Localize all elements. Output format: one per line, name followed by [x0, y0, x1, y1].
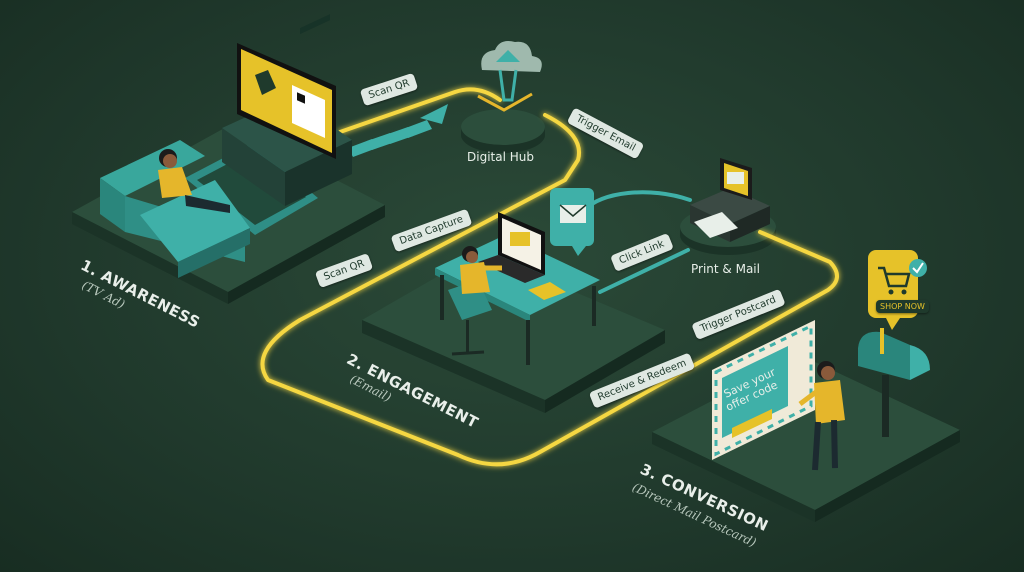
phone-on-desk: [528, 282, 566, 300]
checkmark-icon: [909, 259, 927, 277]
living-room-rug: [185, 143, 318, 235]
teal-paths: [583, 190, 692, 294]
engagement-platform: [362, 252, 665, 413]
offer-code-box: [732, 409, 772, 438]
monitor-envelope-icon: [727, 172, 744, 184]
yellow-journey-path: [260, 87, 839, 467]
brand-logo-icon: [255, 70, 276, 95]
laptop: [478, 212, 545, 283]
path-tv-to-hub: [338, 87, 502, 134]
cloud-upload-icon: [477, 41, 542, 112]
digital-hub-platform: [461, 109, 545, 153]
path-main-loop: [260, 113, 839, 467]
mailbox-flag: [880, 328, 884, 354]
print-mail-label: Print & Mail: [691, 262, 760, 276]
laptop-email-icon: [510, 232, 530, 246]
teal-link-click: [598, 248, 690, 294]
teal-link-email: [583, 190, 692, 212]
postcard: Save your offer code: [712, 320, 815, 460]
sofa: [100, 140, 250, 278]
direction-chevrons: [348, 104, 448, 157]
shop-now-badge: [868, 250, 927, 330]
viewer-person: [158, 149, 230, 213]
shop-now-label: SHOP NOW: [876, 300, 929, 313]
envelope-icon: [560, 205, 586, 223]
worker-person: [460, 246, 502, 294]
email-bubble: [550, 188, 594, 256]
customer-person: [798, 361, 845, 471]
tv-screen: [237, 43, 336, 159]
mailbox: [858, 328, 930, 437]
cart-icon: [878, 266, 911, 288]
digital-hub-label: Digital Hub: [467, 150, 534, 164]
printer-monitor: [720, 158, 752, 200]
